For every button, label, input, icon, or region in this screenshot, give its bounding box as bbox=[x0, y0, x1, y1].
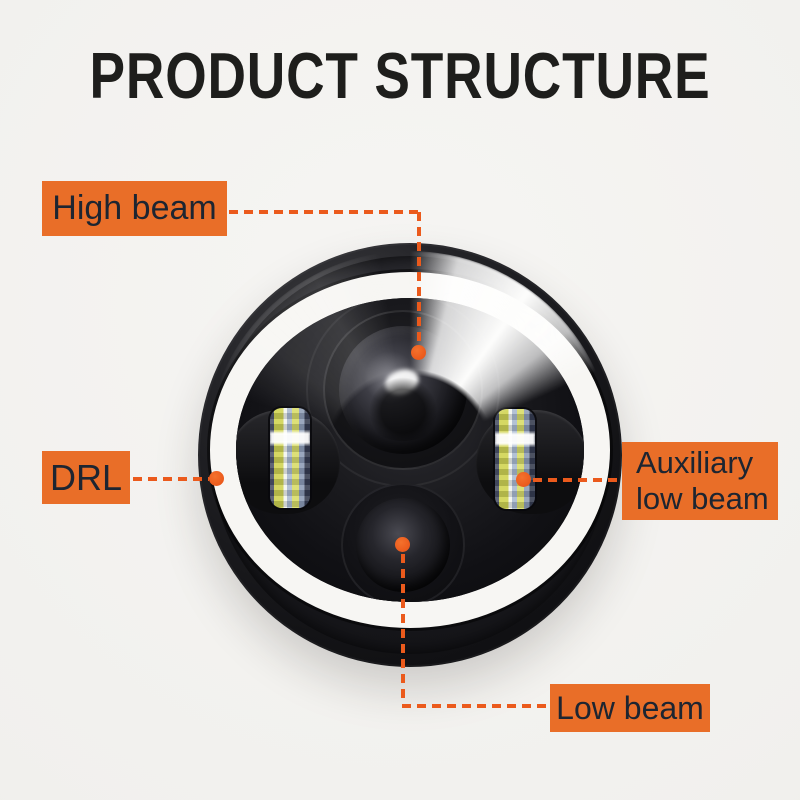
callout-high-beam-label: High beam bbox=[52, 189, 217, 227]
high-beam-connector-horizontal bbox=[229, 210, 419, 214]
callout-low-beam-label: Low beam bbox=[556, 689, 704, 726]
auxiliary-low-beam-connector bbox=[533, 478, 621, 482]
page-title: PRODUCT STRUCTURE bbox=[89, 39, 711, 112]
high-beam-marker-dot bbox=[411, 345, 426, 360]
low-beam-connector-vertical bbox=[401, 554, 405, 704]
led-headlight-photo bbox=[198, 243, 622, 667]
callout-drl-label: DRL bbox=[49, 456, 123, 498]
drl-connector bbox=[133, 477, 209, 481]
low-beam-marker-dot bbox=[395, 537, 410, 552]
callout-auxiliary-low-beam: Auxiliary low beam bbox=[622, 442, 778, 520]
callout-drl: DRL bbox=[42, 451, 130, 504]
callout-auxiliary-label-line1: Auxiliary bbox=[636, 445, 754, 480]
callout-auxiliary-label-line2: low beam bbox=[636, 481, 769, 516]
low-beam-connector-horizontal bbox=[402, 704, 548, 708]
glass-reflection bbox=[206, 251, 614, 659]
auxiliary-low-beam-marker-dot bbox=[516, 472, 531, 487]
callout-low-beam: Low beam bbox=[550, 684, 710, 732]
high-beam-connector-vertical bbox=[417, 212, 421, 344]
drl-marker-dot bbox=[209, 471, 224, 486]
callout-high-beam: High beam bbox=[42, 181, 227, 236]
